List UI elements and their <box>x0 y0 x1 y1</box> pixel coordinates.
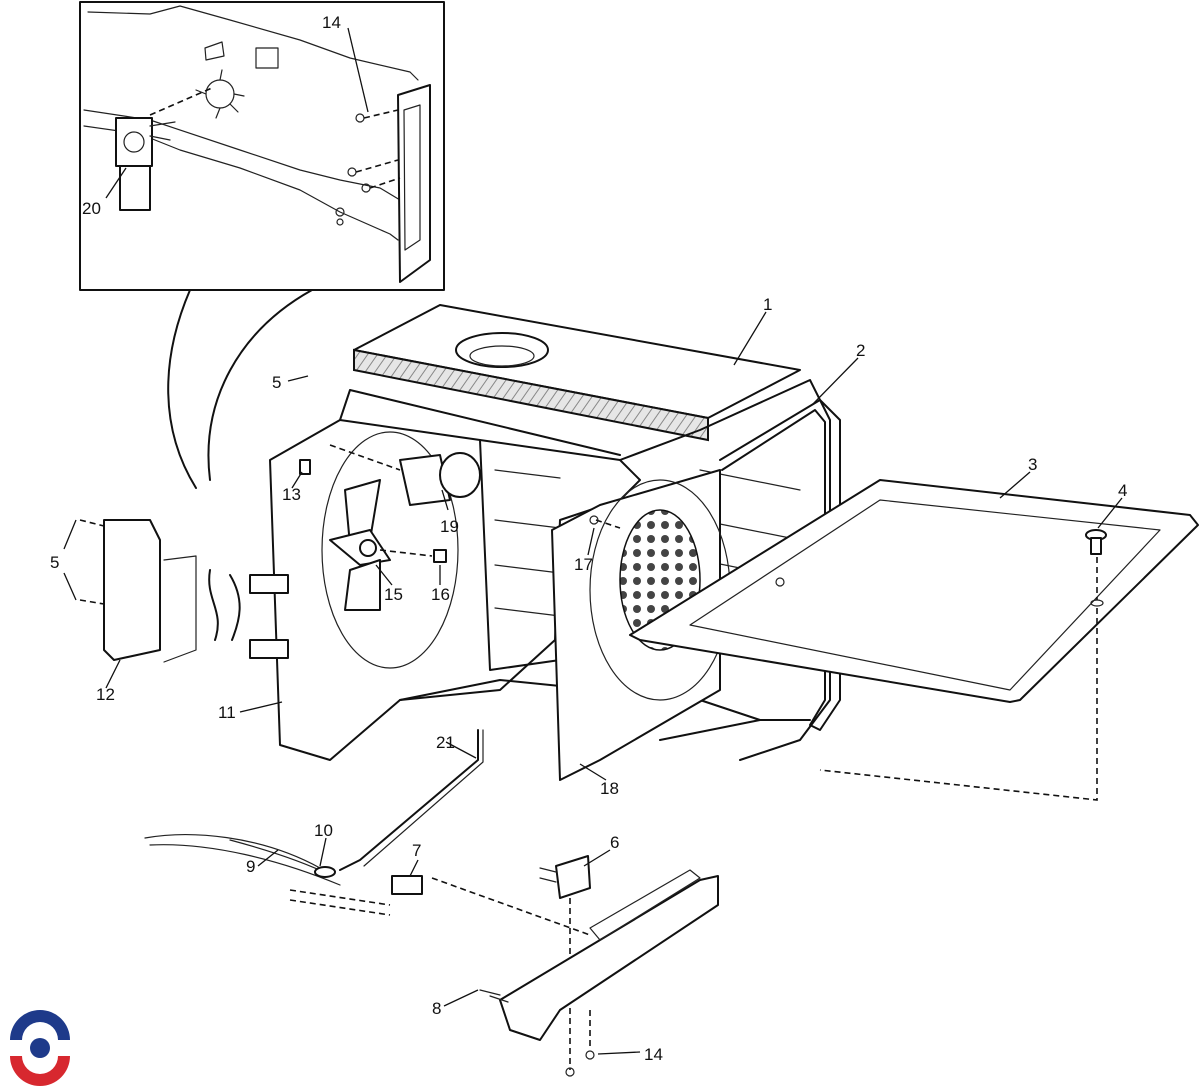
callout-2: 2 <box>856 341 865 360</box>
probe-rod-part-21 <box>339 729 484 871</box>
callout-21: 21 <box>436 733 455 752</box>
clip-part-13 <box>299 459 311 475</box>
callout-12: 12 <box>96 685 115 704</box>
callout-19: 19 <box>440 517 459 536</box>
callout-1: 1 <box>763 295 772 314</box>
callout-7: 7 <box>412 841 421 860</box>
callout-3: 3 <box>1028 455 1037 474</box>
tray-part-3 <box>629 479 1199 703</box>
screw-part-4 <box>819 529 1107 801</box>
callout-5-left: 5 <box>50 553 59 572</box>
callout-8: 8 <box>432 999 441 1018</box>
callout-6: 6 <box>610 833 619 852</box>
callout-17: 17 <box>574 555 593 574</box>
nut-part-16 <box>433 549 447 563</box>
callout-9: 9 <box>246 857 255 876</box>
left-bracket-part-12 <box>79 519 289 663</box>
brand-logo <box>8 1010 72 1086</box>
callout-5-top: 5 <box>272 373 281 392</box>
fan-blade-part-15 <box>329 479 391 611</box>
callout-16: 16 <box>431 585 450 604</box>
callout-13: 13 <box>282 485 301 504</box>
callout-20: 20 <box>82 199 101 218</box>
inset-detail-box <box>79 1 445 291</box>
callout-4: 4 <box>1118 481 1127 500</box>
callout-15: 15 <box>384 585 403 604</box>
door-seal-part-2 <box>719 399 841 731</box>
callout-14-top: 14 <box>322 13 341 32</box>
fan-element-part-19 <box>329 444 481 506</box>
callout-10: 10 <box>314 821 333 840</box>
leader-lines <box>63 27 1123 1055</box>
connector-part-7 <box>391 875 591 936</box>
burner-tray-part-8 <box>479 869 719 1077</box>
fan-motor-part-20 <box>115 117 176 211</box>
callout-14-bottom: 14 <box>644 1045 663 1064</box>
callout-18: 18 <box>600 779 619 798</box>
top-insulation-part-1 <box>353 304 801 442</box>
callout-11: 11 <box>218 703 236 722</box>
wire-harness-part-9 <box>144 834 391 916</box>
